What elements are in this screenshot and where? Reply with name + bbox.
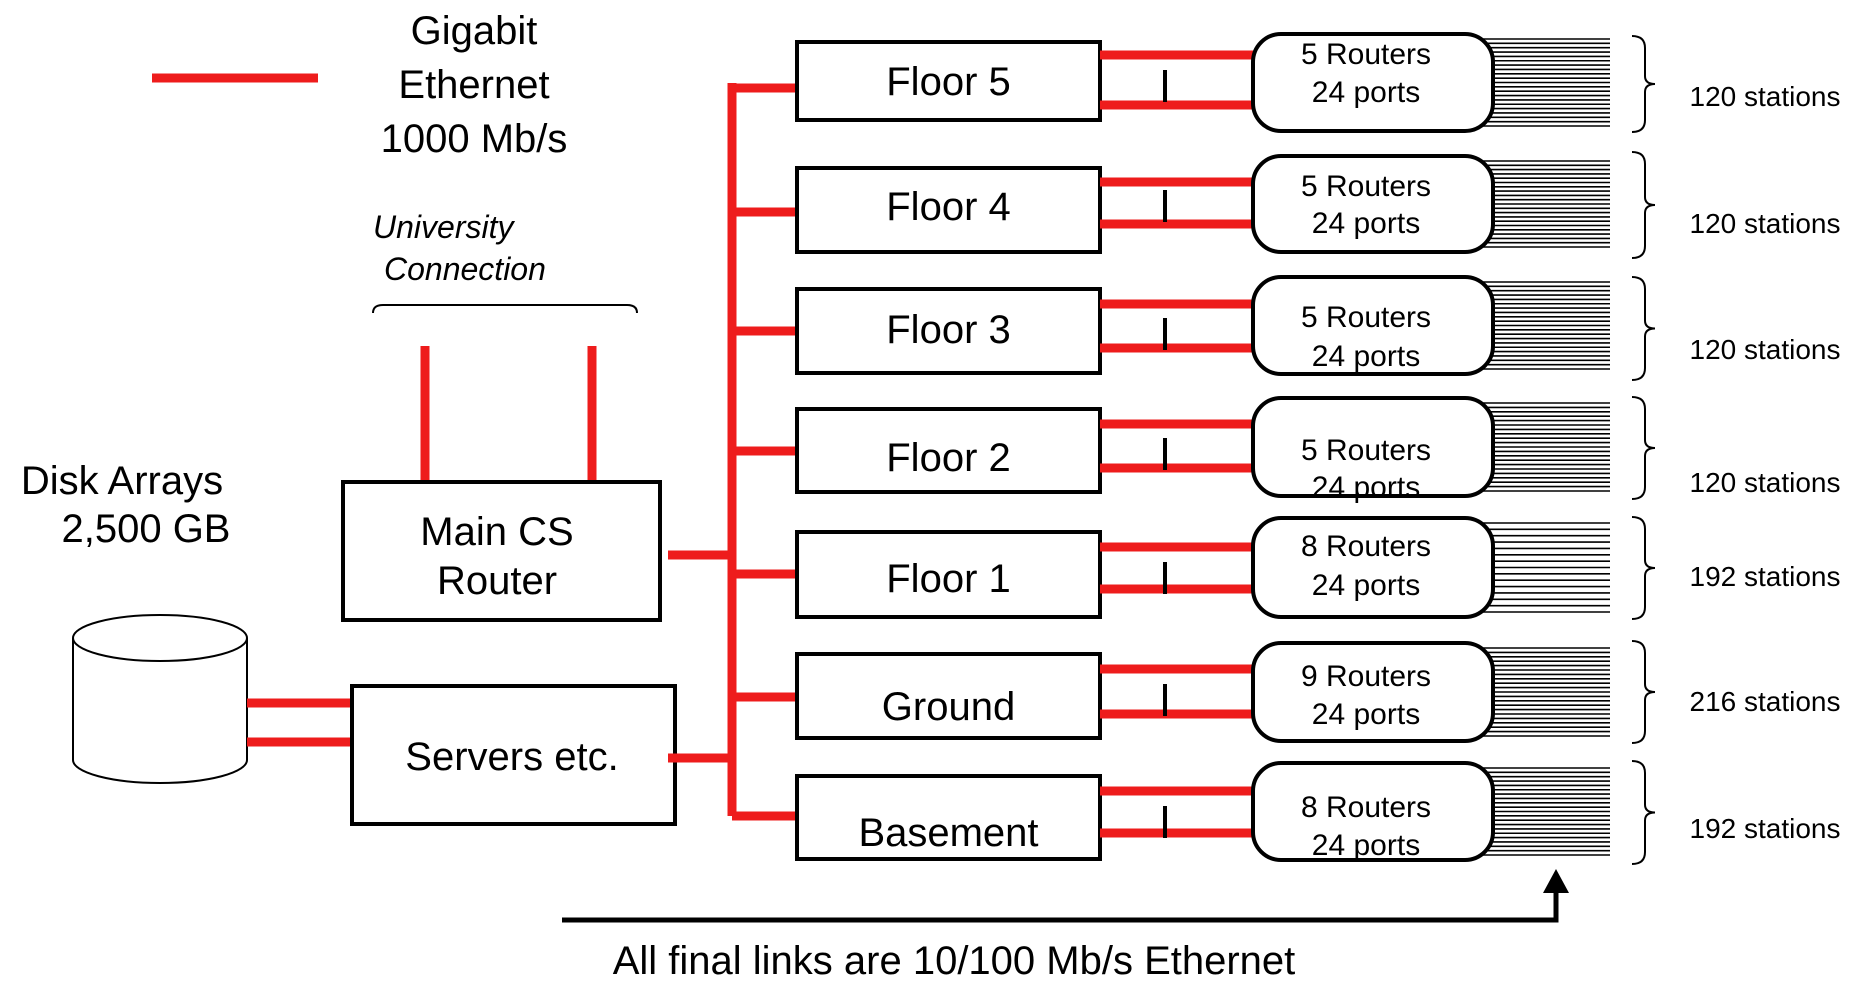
- router-group-box: [1251, 516, 1495, 619]
- footer: All final links are 10/100 Mb/s Ethernet: [562, 869, 1569, 983]
- floor-row: Ground 9 Routers 24 ports 216 stations: [795, 640, 1841, 744]
- backbone: [668, 83, 812, 821]
- router-ports: 24 ports: [1312, 471, 1420, 504]
- router-count: 8 Routers: [1301, 791, 1431, 824]
- main-router-line1: Main CS: [420, 510, 573, 554]
- station-count: 120 stations: [1690, 467, 1841, 498]
- router-ports: 24 ports: [1312, 829, 1420, 862]
- university-connection: University Connection: [372, 209, 638, 482]
- disk-cylinder-body: [72, 638, 248, 784]
- router-group-box: [1251, 275, 1495, 376]
- station-brace: [1631, 396, 1656, 500]
- floor-box: [795, 40, 1102, 122]
- floor-row: Floor 1 8 Routers 24 ports 192 stations: [795, 516, 1841, 620]
- router-count: 5 Routers: [1301, 38, 1431, 71]
- floor-row: Basement 8 Routers 24 ports 192 stations: [795, 760, 1841, 865]
- router-ports: 24 ports: [1312, 340, 1420, 373]
- floor-box: [795, 652, 1102, 740]
- main-router-line2: Router: [437, 559, 557, 603]
- station-brace: [1631, 276, 1656, 381]
- disk-arrays: Disk Arrays 2,500 GB: [21, 459, 356, 784]
- floor-box: [795, 407, 1102, 494]
- floor-label: Basement: [858, 811, 1038, 855]
- legend-line2: Ethernet: [398, 63, 549, 107]
- legend: Gigabit Ethernet 1000 Mb/s: [152, 9, 567, 161]
- router-group-box: [1251, 32, 1495, 133]
- floor-label: Ground: [882, 685, 1015, 729]
- station-brace: [1631, 35, 1656, 133]
- station-count: 216 stations: [1690, 686, 1841, 717]
- disk-cylinder-top: [72, 614, 248, 662]
- floor-label: Floor 1: [886, 557, 1011, 601]
- router-group-box: [1251, 154, 1495, 254]
- router-group-box: [1251, 641, 1495, 743]
- floor-label: Floor 3: [886, 308, 1011, 352]
- university-brace: [372, 304, 638, 314]
- station-count: 192 stations: [1690, 813, 1841, 844]
- router-count: 5 Routers: [1301, 301, 1431, 334]
- disk-label-line1: Disk Arrays: [21, 459, 223, 503]
- router-group-box: [1251, 396, 1495, 498]
- router-count: 9 Routers: [1301, 660, 1431, 693]
- main-router-box: [341, 480, 662, 622]
- footer-note: All final links are 10/100 Mb/s Ethernet: [613, 939, 1296, 983]
- station-count: 120 stations: [1690, 208, 1841, 239]
- station-count: 120 stations: [1690, 81, 1841, 112]
- legend-line1: Gigabit: [411, 9, 538, 53]
- station-brace: [1631, 640, 1656, 744]
- floor-label: Floor 4: [886, 185, 1011, 229]
- router-count: 8 Routers: [1301, 530, 1431, 563]
- router-ports: 24 ports: [1312, 569, 1420, 602]
- floor-box: [795, 287, 1102, 375]
- router-count: 5 Routers: [1301, 170, 1431, 203]
- servers-label: Servers etc.: [405, 735, 618, 779]
- disk-label-line2: 2,500 GB: [61, 507, 230, 551]
- router-group-box: [1251, 761, 1495, 862]
- station-brace: [1631, 516, 1656, 620]
- station-count: 192 stations: [1690, 561, 1841, 592]
- router-ports: 24 ports: [1312, 207, 1420, 240]
- legend-line3: 1000 Mb/s: [381, 117, 568, 161]
- floor-row: Floor 2 5 Routers 24 ports 120 stations: [795, 396, 1841, 504]
- router-ports: 24 ports: [1312, 76, 1420, 109]
- floor-box: [795, 774, 1102, 861]
- floor-box: [795, 530, 1102, 619]
- floor-box: [795, 166, 1102, 254]
- floor-label: Floor 2: [886, 436, 1011, 480]
- floor-row: Floor 5 5 Routers 24 ports 120 stations: [795, 32, 1841, 133]
- router-count: 5 Routers: [1301, 434, 1431, 467]
- floor-row: Floor 4 5 Routers 24 ports 120 stations: [795, 151, 1841, 259]
- floor-row: Floor 3 5 Routers 24 ports 120 stations: [795, 275, 1841, 381]
- main-cs-router: Main CS Router: [341, 480, 662, 622]
- station-count: 120 stations: [1690, 334, 1841, 365]
- station-brace: [1631, 151, 1656, 259]
- station-brace: [1631, 760, 1656, 865]
- university-label-line2: Connection: [384, 251, 546, 287]
- floor-label: Floor 5: [886, 60, 1011, 104]
- servers-box: [350, 684, 677, 826]
- footer-arrow-line: [562, 890, 1559, 923]
- footer-arrow-head: [1543, 869, 1569, 893]
- router-ports: 24 ports: [1312, 698, 1420, 731]
- university-label-line1: University: [373, 209, 515, 245]
- servers: Servers etc.: [350, 684, 677, 826]
